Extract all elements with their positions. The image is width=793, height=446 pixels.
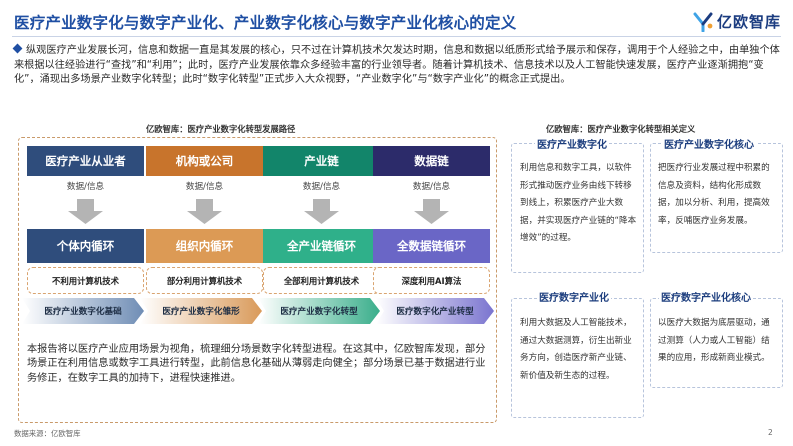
- stage-label: 医疗产业数字化雏形: [162, 307, 240, 317]
- column-info-label: 数据/信息: [185, 182, 224, 192]
- stage-chevron: [22, 298, 144, 324]
- definition-text: 利用信息和数字工具，以软件形式推动医疗业务由线下转移到线上，积累医疗产业大数据，…: [520, 163, 637, 244]
- brand-logo: 亿欧智库: [692, 11, 781, 32]
- column-head: 数据链: [373, 146, 490, 176]
- down-arrow-icon: [304, 199, 339, 224]
- intro-paragraph: 纵观医疗产业发展长河，信息和数据一直是其发展的核心，只不过在计算机技术欠发达时期…: [12, 43, 780, 88]
- column-head: 医疗产业从业者: [27, 146, 144, 176]
- definition-title: 医疗产业数字化核心: [662, 136, 756, 151]
- title-divider: [12, 36, 781, 37]
- stage-label: 医疗产业数字化基础: [44, 307, 122, 317]
- stage-label: 医疗产业数字化转型: [280, 307, 358, 317]
- definition-title: 医疗产业数字化: [535, 136, 609, 151]
- definition-title: 医疗数字产业化: [537, 289, 611, 304]
- column-info-label: 数据/信息: [302, 182, 341, 192]
- column-loop: 全数据链循环: [373, 229, 490, 263]
- column-info-label: 数据/信息: [412, 182, 451, 192]
- logo-mark-icon: [692, 12, 714, 32]
- page-title: 医疗产业数字化与数字产业化、产业数字化核心与数字产业化核心的定义: [14, 14, 517, 32]
- column-head: 产业链: [263, 146, 380, 176]
- column-loop: 个体内循环: [27, 229, 144, 263]
- column-head: 机构或公司: [146, 146, 263, 176]
- definition-box: [650, 143, 783, 253]
- column-tech: 全部利用计算机技术: [263, 267, 380, 294]
- definition-box: [511, 143, 644, 273]
- data-source: 数据来源：亿欧智库: [14, 429, 81, 438]
- column-tech: 不利用计算机技术: [27, 267, 144, 294]
- definition-box: [511, 298, 644, 418]
- stage-chevron: [258, 298, 380, 324]
- stage-chevron: [376, 298, 494, 324]
- stage-label: 医疗数字化产业转型: [396, 307, 474, 317]
- intro-text: 纵观医疗产业发展长河，信息和数据一直是其发展的核心，只不过在计算机技术欠发达时期…: [14, 45, 780, 86]
- down-arrow-icon: [187, 199, 222, 224]
- definition-text: 以医疗大数据为底层驱动，通过测算（人力或人工智能）结果的应用，形成新商业模式。: [658, 318, 770, 364]
- summary-paragraph: 本报告将以医疗产业应用场景为视角，梳理细分场景数字化转型进程。在这其中，亿欧智库…: [27, 344, 486, 384]
- left-panel-frame: [18, 137, 497, 423]
- column-info-label: 数据/信息: [66, 182, 105, 192]
- down-arrow-icon: [414, 199, 449, 224]
- definition-title: 医疗数字产业化核心: [659, 289, 753, 304]
- page-number: 2: [768, 428, 773, 437]
- definition-text: 把医疗行业发展过程中积累的信息及资料，结构化形成数据，加以分析、利用，提高效率，…: [658, 163, 770, 226]
- down-arrow-icon: [68, 199, 103, 224]
- brand-name: 亿欧智库: [717, 13, 782, 31]
- column-tech: 深度利用AI算法: [373, 267, 490, 294]
- definition-text: 利用大数据及人工智能技术，通过大数据测算，衍生出新业务方向，创造医疗新产业链、新…: [520, 318, 632, 381]
- right-panel-caption: 亿欧智库：医疗产业数字化转型相关定义: [546, 124, 696, 134]
- definition-box: [650, 298, 783, 388]
- stage-chevron: [140, 298, 262, 324]
- column-tech: 部分利用计算机技术: [146, 267, 263, 294]
- stage-chevron-row: [22, 298, 494, 324]
- column-loop: 全产业链循环: [263, 229, 380, 263]
- bullet-diamond-icon: [12, 43, 23, 54]
- column-loop: 组织内循环: [146, 229, 263, 263]
- left-panel-caption: 亿欧智库：医疗产业数字化转型发展路径: [146, 124, 296, 134]
